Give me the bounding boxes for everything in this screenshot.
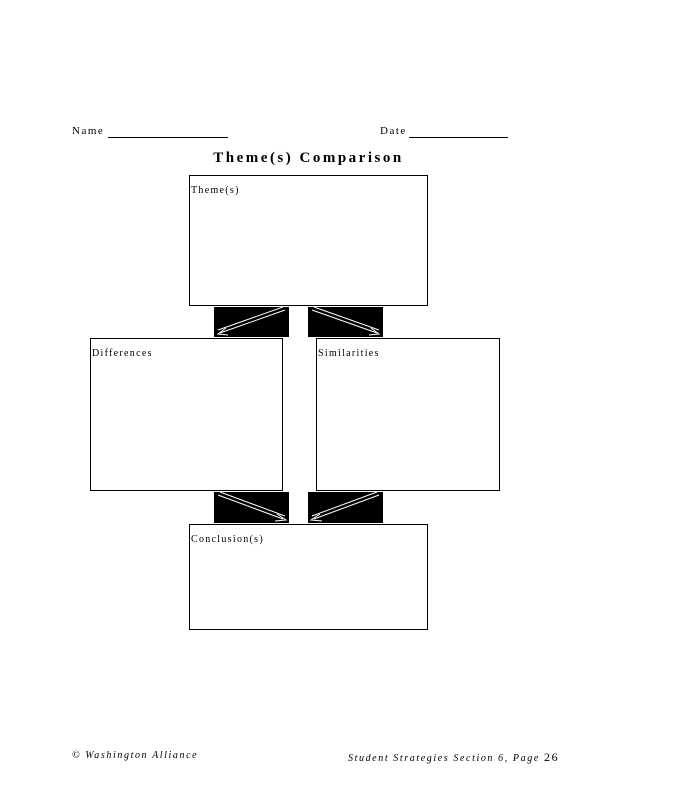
similarities-box-label: Similarities (318, 348, 380, 359)
differences-box-label: Differences (92, 348, 153, 359)
name-label: Name (72, 125, 105, 137)
name-field[interactable] (108, 137, 228, 138)
similarities-box[interactable]: Similarities (316, 338, 500, 491)
conclusions-box-label: Conclusion(s) (191, 534, 265, 545)
footer-page-info: Student Strategies Section 6, Page 26 (348, 750, 559, 765)
conclusions-box[interactable]: Conclusion(s) (189, 524, 428, 630)
page-title: Theme(s) Comparison (213, 150, 404, 166)
arrow-down-left-icon (309, 492, 380, 522)
differences-box[interactable]: Differences (90, 338, 283, 491)
date-field[interactable] (409, 137, 508, 138)
arrow-from-differences (214, 492, 289, 523)
date-label: Date (380, 125, 407, 137)
arrow-from-similarities (308, 492, 383, 523)
footer-page-number: 26 (543, 750, 560, 764)
arrow-down-right-icon (217, 492, 288, 522)
arrow-to-differences (214, 307, 289, 337)
arrow-down-left-icon (216, 307, 286, 336)
themes-box-label: Theme(s) (191, 185, 240, 196)
footer-copyright: © Washington Alliance (72, 750, 199, 761)
themes-box[interactable]: Theme(s) (189, 175, 428, 306)
arrow-to-similarities (308, 307, 383, 337)
arrow-down-right-icon (311, 307, 381, 336)
footer-section-label: Student Strategies Section 6, Page (348, 753, 540, 764)
